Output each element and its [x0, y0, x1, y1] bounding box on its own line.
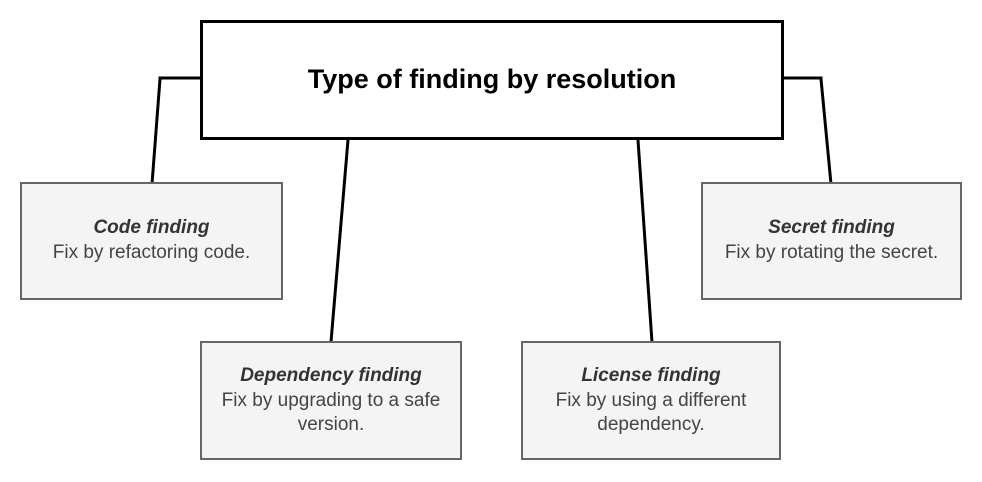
node-dependency-finding[interactable]: Dependency finding Fix by upgrading to a… [200, 341, 462, 460]
node-license-finding-description: Fix by using a different dependency. [555, 389, 747, 435]
node-secret-finding[interactable]: Secret finding Fix by rotating the secre… [701, 182, 962, 300]
node-code-finding-title: Code finding [93, 217, 210, 239]
node-root-type-of-finding[interactable]: Type of finding by resolution [200, 20, 784, 140]
node-secret-finding-description: Fix by rotating the secret. [724, 242, 939, 264]
node-root-title: Type of finding by resolution [307, 64, 677, 95]
node-code-finding-description: Fix by refactoring code. [52, 242, 251, 264]
node-license-finding[interactable]: License finding Fix by using a different… [521, 341, 781, 460]
edge-root-to-license-finding [636, 139, 654, 343]
node-code-finding[interactable]: Code finding Fix by refactoring code. [20, 182, 283, 300]
node-license-finding-title: License finding [581, 364, 721, 386]
edge-root-to-secret-finding [784, 76, 833, 185]
edge-root-to-dependency-finding [329, 139, 350, 343]
node-dependency-finding-description: Fix by upgrading to a safe version. [221, 389, 441, 435]
node-secret-finding-title: Secret finding [768, 217, 895, 239]
edge-root-to-code-finding [150, 76, 200, 185]
node-dependency-finding-title: Dependency finding [240, 364, 422, 386]
